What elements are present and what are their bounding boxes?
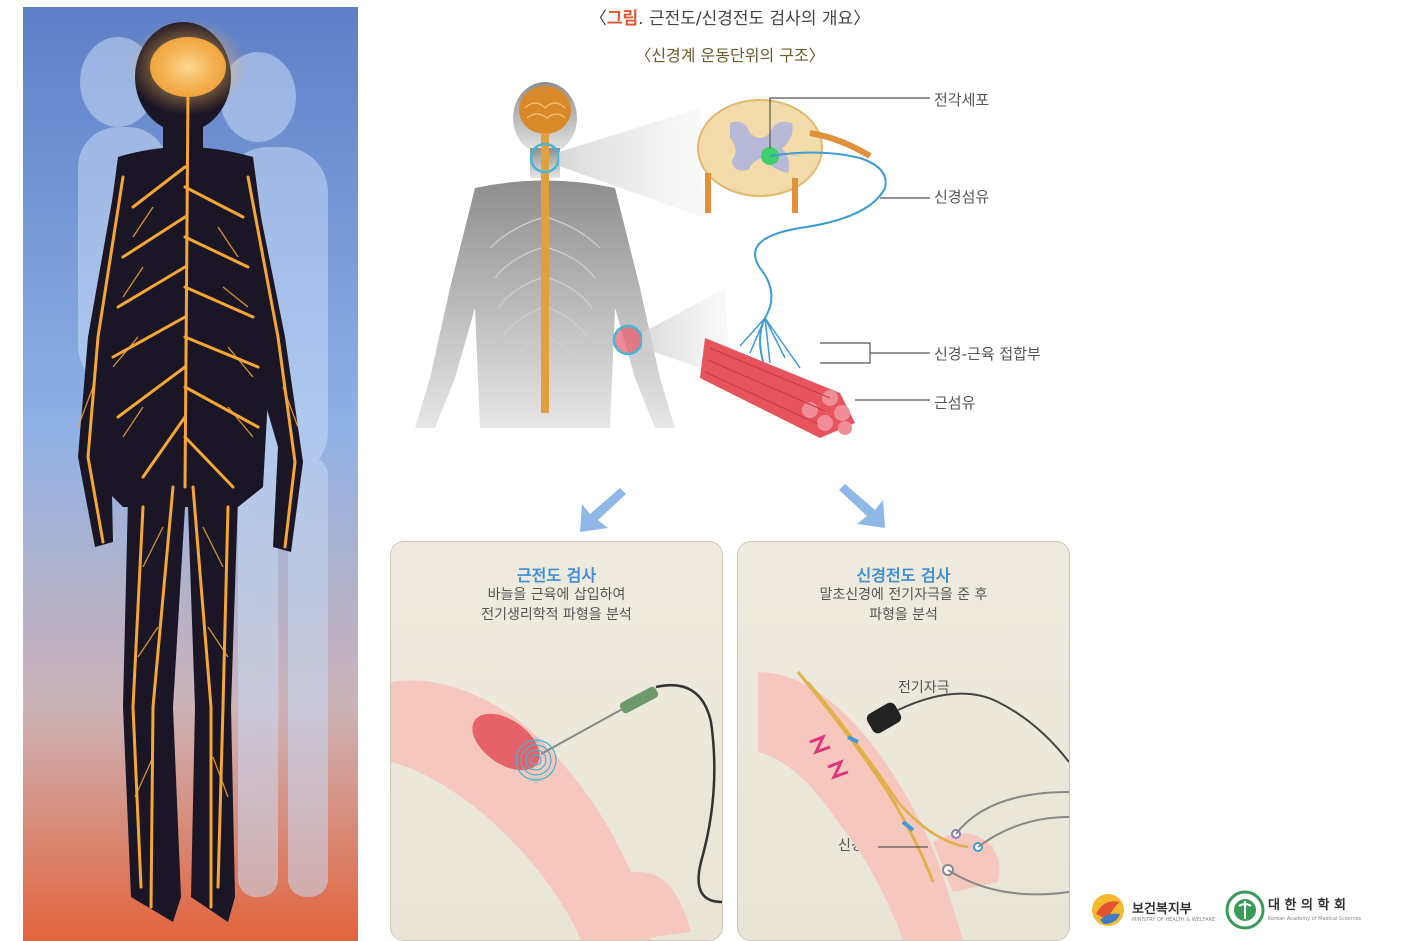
ncs-card: 신경전도 검사 말초신경에 전기자극을 준 후 파형을 분석 전기자극 신경 (737, 541, 1070, 941)
label-anterior-horn-cell: 전각세포 (934, 89, 989, 110)
motor-unit-diagram (400, 78, 1080, 458)
label-muscle-fiber: 근섬유 (934, 392, 975, 413)
emg-desc-line1: 바늘을 근육에 삽입하여 (391, 584, 722, 604)
brain-icon (519, 86, 571, 134)
emg-arm-illustration (391, 642, 722, 940)
arrow-down-right-icon (835, 476, 895, 536)
ministry-sub: MINISTRY OF HEALTH & WELFARE (1132, 917, 1215, 923)
ncs-title: 신경전도 검사 (738, 562, 1069, 586)
nervous-system-illustration (23, 7, 358, 941)
figure-title: 〈그림. 근전도/신경전도 검사의 개요〉 (480, 4, 980, 29)
emg-title: 근전도 검사 (391, 562, 722, 586)
logos: 보건복지부 MINISTRY OF HEALTH & WELFARE 대 한 의… (1090, 888, 1390, 938)
ncs-desc-line2: 파형을 분석 (738, 604, 1069, 624)
ministry-name: 보건복지부 (1132, 898, 1192, 917)
ncs-arm-illustration (738, 642, 1069, 940)
emg-desc-line2: 전기생리학적 파형을 분석 (391, 604, 722, 624)
spinal-cord-cross-section (698, 100, 870, 213)
arrow-down-left-icon (570, 480, 630, 540)
ministry-logo-icon (1090, 892, 1126, 928)
emg-card: 근전도 검사 바늘을 근육에 삽입하여 전기생리학적 파형을 분석 (390, 541, 723, 941)
academy-sub: Korean Academy of Medical Sciences (1268, 916, 1361, 922)
academy-name: 대 한 의 학 회 (1268, 894, 1346, 913)
figure-subtitle: 〈신경계 운동단위의 구조〉 (560, 42, 900, 66)
ncs-desc-line1: 말초신경에 전기자극을 준 후 (738, 584, 1069, 604)
label-nerve-fiber: 신경섬유 (934, 186, 989, 207)
label-neuromuscular-junction: 신경-근육 접합부 (934, 343, 1041, 364)
academy-logo-icon (1225, 890, 1265, 930)
